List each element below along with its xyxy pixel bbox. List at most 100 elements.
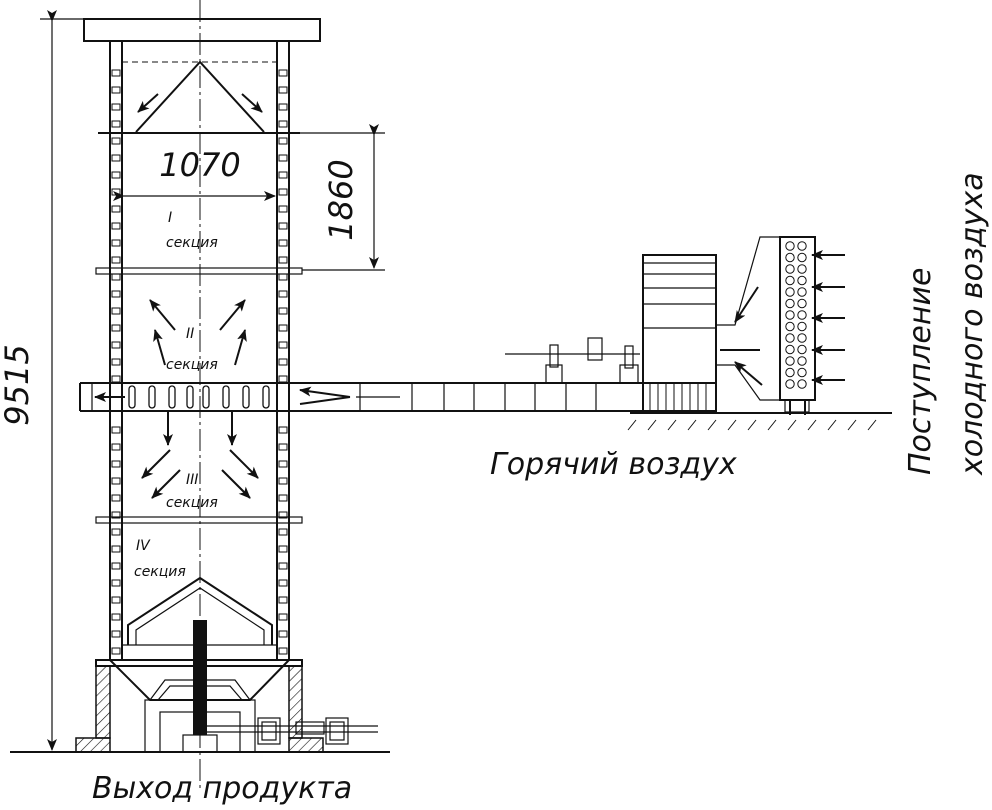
tower-walls (109, 41, 290, 660)
wall-rungs-left (111, 69, 121, 655)
tube (797, 379, 807, 389)
wall-rung (278, 290, 288, 298)
section-3-arrows (141, 410, 259, 499)
wall-rung (278, 239, 288, 247)
hot-air-label: Горячий воздух (490, 447, 737, 482)
tube (797, 344, 807, 355)
tube (785, 321, 795, 332)
wall-rung (278, 545, 288, 553)
wall-rung (111, 528, 121, 536)
tube (785, 241, 795, 251)
svg-text:IV: IV (136, 538, 151, 554)
wall-rung (111, 460, 121, 468)
wall-rung (111, 630, 121, 638)
hot-air-duct (79, 382, 645, 412)
nozzle (168, 385, 176, 409)
flange-2 (95, 516, 303, 524)
wall-rung (278, 171, 288, 179)
wall-rung (278, 511, 288, 519)
nozzle (148, 385, 156, 409)
heater-assembly (505, 236, 780, 412)
wall-rung (111, 613, 121, 621)
wall-rung (111, 596, 121, 604)
wall-rung (111, 188, 121, 196)
wall-rung (111, 443, 121, 451)
tube (785, 310, 795, 320)
wall-rung (111, 171, 121, 179)
wall-rung (111, 205, 121, 213)
section-2-label: II секция (166, 326, 218, 373)
tube (797, 321, 807, 332)
wall-rung (278, 205, 288, 213)
nozzle (186, 385, 194, 409)
wall-rung (278, 222, 288, 230)
wall-rung (111, 477, 121, 485)
wall-rung (111, 647, 121, 655)
wall-rung (111, 86, 121, 94)
air-nozzles (128, 385, 270, 409)
wall-rung (111, 426, 121, 434)
wall-rung (111, 103, 121, 111)
svg-text:III: III (186, 472, 198, 488)
flange-1 (95, 267, 303, 275)
wall-rung (111, 154, 121, 162)
wall-rung (111, 290, 121, 298)
wall-rung (278, 341, 288, 349)
nozzle (262, 385, 270, 409)
tube (797, 275, 807, 286)
tube (785, 356, 795, 366)
wall-rung (111, 120, 121, 128)
section-2-arrows (149, 299, 247, 366)
wall-rung (111, 69, 121, 77)
wall-rung (278, 562, 288, 570)
section-3-label: III секция (166, 472, 218, 511)
cold-air-label-line2: холодного воздуха (955, 172, 990, 476)
nozzle (242, 385, 250, 409)
wall-rung (111, 324, 121, 332)
wall-rung (278, 358, 288, 366)
top-cone (135, 60, 265, 133)
wall-rung (278, 579, 288, 587)
shaft-base (182, 734, 218, 753)
svg-text:секция: секция (166, 357, 218, 373)
tube (797, 356, 807, 366)
nozzle (128, 385, 136, 409)
tube (797, 252, 807, 263)
wall-rung (278, 647, 288, 655)
width-dimension-label: 1070 (159, 146, 240, 184)
svg-text:секция: секция (166, 235, 218, 251)
wall-rung (111, 494, 121, 502)
tube (785, 287, 795, 297)
tube (785, 264, 795, 274)
tube (797, 287, 807, 297)
tube (797, 264, 807, 274)
section-height-label: 1860 (322, 159, 360, 240)
wall-rung (111, 256, 121, 264)
tower-top-cap (83, 18, 321, 42)
wall-rung (111, 307, 121, 315)
tube (797, 310, 807, 320)
nozzle (202, 385, 210, 409)
total-height-label: 9515 (0, 344, 36, 425)
wall-rung (111, 273, 121, 281)
wall-rung (278, 188, 288, 196)
wall-rung (278, 154, 288, 162)
inlet-tube-grid (785, 241, 807, 389)
wall-rung (278, 86, 288, 94)
svg-text:секция: секция (134, 564, 186, 580)
wall-rung (278, 630, 288, 638)
svg-text:II: II (186, 326, 194, 342)
wall-rung (278, 477, 288, 485)
central-shaft (193, 620, 207, 735)
wall-rungs-right (278, 69, 288, 655)
tube (785, 275, 795, 286)
wall-rung (278, 528, 288, 536)
wall-rung (278, 137, 288, 145)
tube (785, 252, 795, 263)
wall-rung (111, 239, 121, 247)
section-height-dimension (298, 124, 385, 271)
wall-rung (111, 579, 121, 587)
wall-rung (278, 613, 288, 621)
ground-hatch-right (627, 419, 877, 431)
